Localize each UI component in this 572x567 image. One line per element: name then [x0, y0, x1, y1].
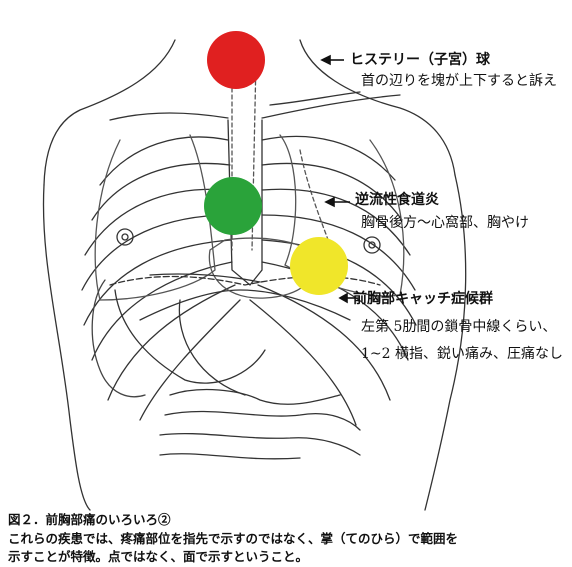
- callout-arrows: [320, 54, 355, 304]
- figure-caption-title: 図２．前胸部痛のいろいろ②: [8, 512, 171, 527]
- marker-yellow-precordial-catch: [290, 237, 348, 295]
- arrow-head-hysteria: [320, 54, 331, 66]
- catch-syndrome-description-1: 左第 5肋間の鎖骨中線くらい、: [361, 319, 557, 335]
- marker-green-reflux-esophagitis: [204, 177, 262, 235]
- reflux-description: 胸骨後方～心窩部、胸やけ: [361, 215, 529, 231]
- marker-red-hysteria-globus: [207, 31, 265, 89]
- figure-caption-line-2: 示すことが特徴。点ではなく、面で示すということ。: [8, 549, 309, 564]
- figure-caption-line-1: これらの疾患では、疼痛部位を指先で示すのではなく、掌（てのひら）で範囲を: [8, 531, 459, 546]
- anatomy-drawing: [42, 39, 467, 511]
- reflux-title: 逆流性食道炎: [355, 192, 439, 208]
- arrow-head-reflux: [324, 196, 335, 208]
- hysteria-description: 首の辺りを塊が上下すると訴え: [361, 73, 557, 89]
- catch-syndrome-title: 前胸部キャッチ症候群: [353, 291, 493, 307]
- catch-syndrome-description-2: 1~2 横指、鋭い痛み、圧痛なし: [361, 346, 563, 362]
- arrow-head-catch: [338, 292, 348, 304]
- hysteria-title: ヒステリー（子宮）球: [350, 52, 490, 68]
